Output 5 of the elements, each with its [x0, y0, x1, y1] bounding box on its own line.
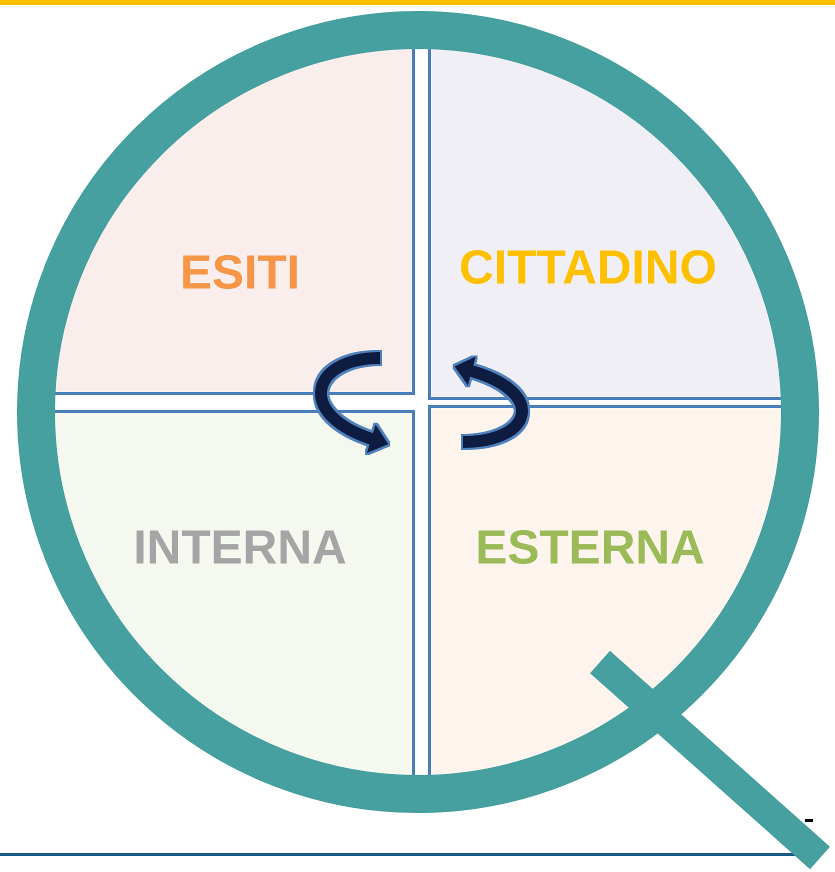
quadrant-label: ESTERNA: [475, 520, 705, 576]
quadrant-label: ESITI: [180, 246, 300, 300]
curved-arrow: [315, 352, 388, 453]
quadrant-label: CITTADINO: [459, 240, 717, 296]
quadrant-label: INTERNA: [133, 520, 347, 576]
